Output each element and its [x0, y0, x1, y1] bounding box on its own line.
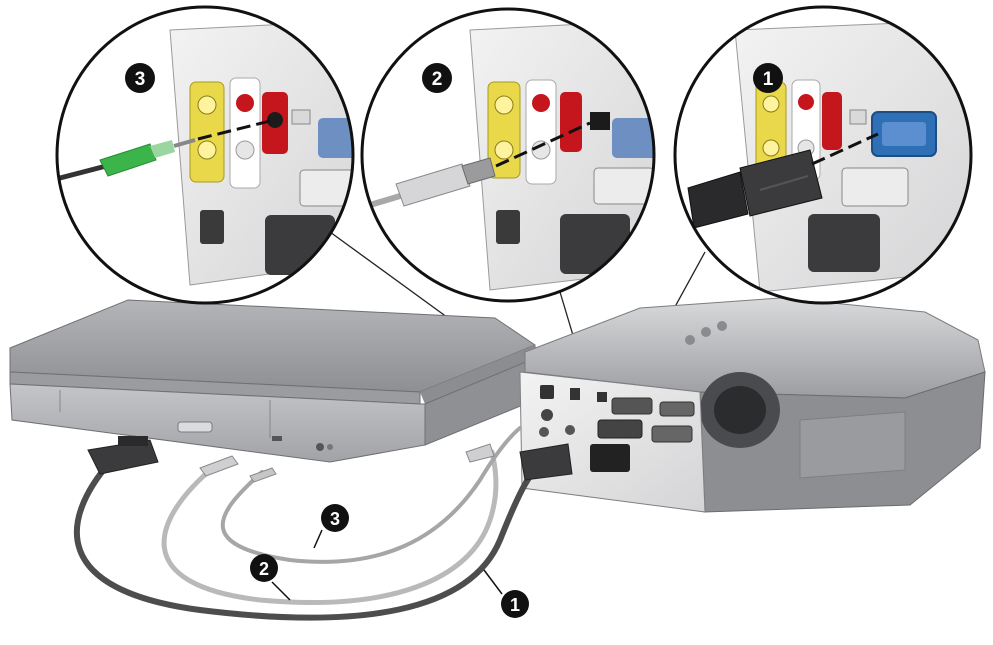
vga-plug-laptop: [87, 436, 159, 475]
cable-number-audio: 3: [330, 509, 340, 529]
callout-number-vga: 1: [763, 69, 774, 90]
zoom-callout-usb: [360, 7, 656, 303]
cable-audio: [220, 426, 522, 564]
projector: [519, 297, 986, 513]
zoom-callout-audio: [55, 5, 355, 305]
cable-label-audio: 3: [313, 504, 349, 549]
cables: [73, 426, 573, 621]
callout-badge-vga: 1: [753, 63, 783, 93]
vga-plug-projector: [519, 443, 573, 481]
callout-badge-audio: 3: [125, 63, 155, 93]
cable-number-usb: 2: [259, 559, 269, 579]
cable-vga: [73, 455, 551, 621]
laptop: [9, 299, 541, 463]
callout-number-audio: 3: [135, 69, 146, 90]
callout-number-usb: 2: [432, 69, 443, 90]
projector-rear-panel: [519, 371, 706, 513]
cable-usb: [161, 449, 499, 605]
cable-label-usb: 2: [250, 554, 291, 601]
callout-badge-usb: 2: [422, 63, 452, 93]
cable-number-vga: 1: [510, 595, 520, 615]
zoom-callout-vga: [673, 5, 973, 305]
cable-label-vga: 1: [483, 569, 529, 618]
